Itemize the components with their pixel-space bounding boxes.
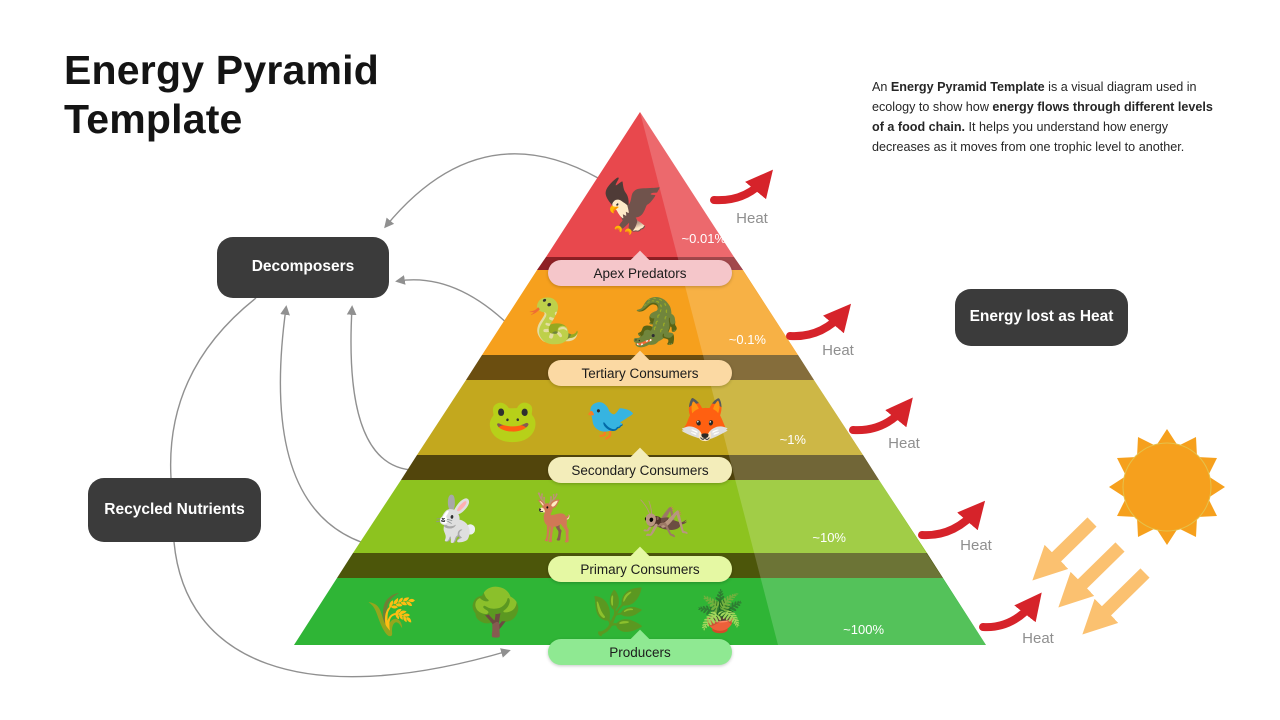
flow-line-decomposers-to-recycled <box>169 297 257 479</box>
heat-arrow-primary <box>918 500 986 540</box>
deer-icon: 🦌 <box>527 491 585 543</box>
level-label-tertiary-consumers: Tertiary Consumers <box>548 360 732 386</box>
frog-icon: 🐸 <box>486 397 540 444</box>
description-paragraph: An Energy Pyramid Template is a visual d… <box>872 77 1224 158</box>
sun-rays <box>1032 517 1150 635</box>
sun-core <box>1122 442 1212 532</box>
heat-arrow-secondary <box>849 397 913 435</box>
energy-percent-secondary: ~1% <box>779 432 806 447</box>
level-primary-face <box>353 480 927 553</box>
flow-arrow-apex-to-decomposers <box>384 153 599 229</box>
level-label-secondary-consumers: Secondary Consumers <box>548 457 732 483</box>
description-text: It helps you understand how energy decre… <box>872 119 1185 155</box>
decomposers-callout: Decomposers <box>217 237 389 298</box>
heat-label-primary: Heat <box>960 537 992 554</box>
sun-ray-3 <box>1082 568 1150 635</box>
level-tertiary-face <box>482 270 798 355</box>
level-label-producers: Producers <box>548 639 732 665</box>
snake-icon: 🐍 <box>526 297 582 346</box>
flow-arrow-recycled-to-producers <box>173 541 511 678</box>
heat-label-apex: Heat <box>736 210 768 227</box>
energy-percent-tertiary: ~0.1% <box>728 332 766 347</box>
eagle-icon: 🦅 <box>600 178 666 236</box>
sun-ray-2 <box>1058 542 1125 608</box>
shrub-icon: 🪴 <box>695 590 745 634</box>
heat-label-tertiary: Heat <box>822 342 854 359</box>
bird-icon: 🐦 <box>584 395 638 442</box>
energy-percent-apex: ~0.01% <box>681 231 726 246</box>
energy-percent-producers: ~100% <box>843 622 884 637</box>
level-apex-predators-face <box>546 112 734 257</box>
sun-group <box>1032 429 1225 635</box>
level-producers-face <box>294 578 986 645</box>
description-bold-term: Energy Pyramid Template <box>890 79 1045 94</box>
heat-arrow-producers <box>979 592 1042 632</box>
crops-icon: 🌿 <box>590 588 646 637</box>
sun-ray-1 <box>1032 517 1097 581</box>
level-label-primary-consumers: Primary Consumers <box>548 556 732 582</box>
grass-icon: 🌾 <box>365 591 419 638</box>
description-text: is a visual diagram used in ecology to s… <box>872 79 1197 114</box>
level-label-apex-predators: Apex Predators <box>548 260 732 286</box>
heat-label-producers: Heat <box>1022 630 1054 647</box>
description-bold-phrase: energy flows through different levels of… <box>872 99 1213 134</box>
energy-lost-as-heat-callout: Energy lost as Heat <box>955 289 1128 346</box>
page-title: Energy Pyramid Template <box>64 47 379 143</box>
heat-arrows <box>710 169 1042 632</box>
heat-arrow-tertiary <box>786 303 852 341</box>
rabbit-icon: 🐇 <box>427 495 483 544</box>
heat-label-secondary: Heat <box>888 435 920 452</box>
crocodile-icon: 🐊 <box>627 296 685 348</box>
recycled-nutrients-callout: Recycled Nutrients <box>88 478 261 542</box>
pyramid-highlight-face <box>640 112 986 645</box>
fox-icon: 🦊 <box>678 396 732 443</box>
level-secondary-face <box>417 380 863 455</box>
heat-arrow-apex <box>710 169 773 205</box>
tree-icon: 🌳 <box>467 586 525 638</box>
description-text: An <box>872 79 891 94</box>
energy-percent-primary: ~10% <box>812 530 846 545</box>
grasshopper-icon: 🦗 <box>638 492 692 539</box>
